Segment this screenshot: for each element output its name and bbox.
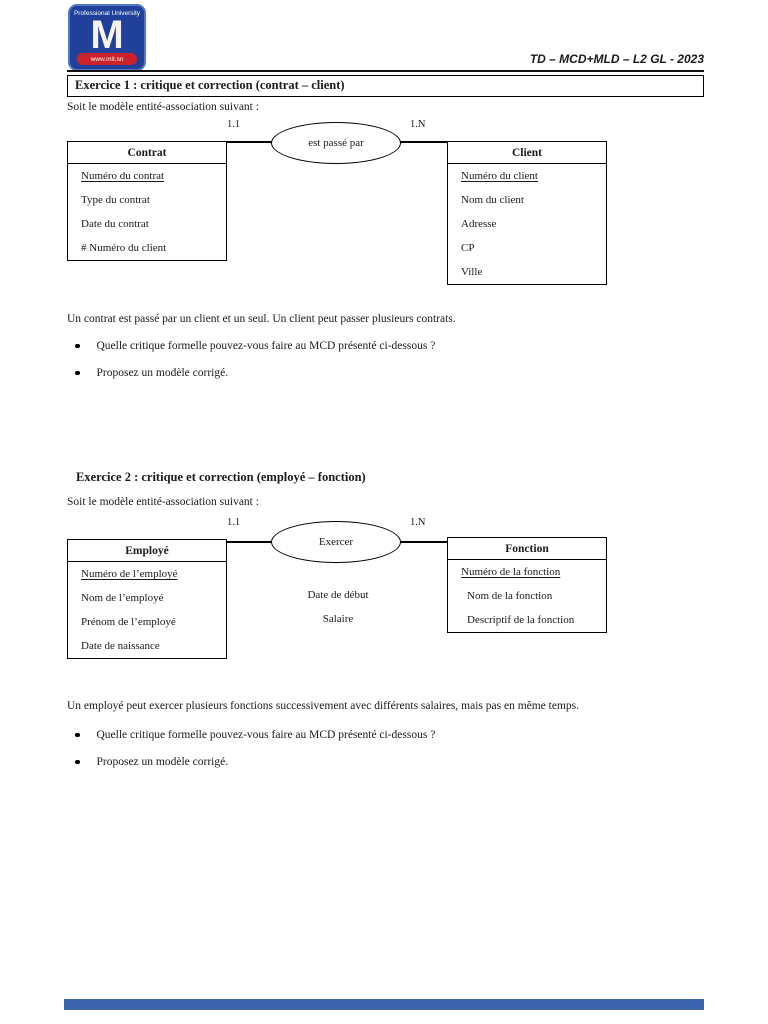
bullet-icon — [75, 370, 80, 376]
association-label-ex2: Exercer — [318, 536, 354, 548]
exercise1-bullet-1: Quelle critique formelle pouvez-vous fai… — [75, 340, 435, 352]
exercise1-bullet-2: Proposez un modèle corrigé. — [75, 367, 228, 379]
attr-row: Type du contrat — [81, 194, 150, 206]
attr-row: Nom du client — [461, 194, 524, 206]
exercise1-intro: Soit le modèle entité-association suivan… — [67, 101, 259, 113]
attr-row: Descriptif de la fonction — [467, 614, 575, 626]
connector-left-ex2 — [227, 541, 273, 543]
cardinality-right-ex2: 1.N — [410, 517, 426, 528]
attr-row: Adresse — [461, 218, 497, 230]
attr-row: Date de naissance — [81, 640, 160, 652]
header-divider-line — [67, 70, 704, 72]
bullet-text: Quelle critique formelle pouvez-vous fai… — [96, 729, 436, 741]
exercise1-title: Exercice 1 : critique et correction (con… — [67, 75, 704, 97]
connector-right-ex2 — [400, 541, 447, 543]
cardinality-right-ex1: 1.N — [410, 119, 426, 130]
association-attr-date-debut: Date de début — [307, 589, 369, 601]
association-ellipse-ex2: Exercer — [271, 521, 401, 563]
attr-row: # Numéro du client — [81, 242, 167, 254]
association-attr-salaire: Salaire — [322, 613, 354, 625]
bullet-text: Proposez un modèle corrigé. — [96, 367, 229, 379]
entity-employe-title: Employé — [68, 540, 226, 562]
attr-row: Nom de la fonction — [467, 590, 553, 602]
exercise1-statement: Un contrat est passé par un client et un… — [67, 313, 456, 325]
entity-contrat-title: Contrat — [68, 142, 226, 164]
entity-fonction: Fonction Numéro de la fonction Nom de la… — [447, 537, 607, 633]
exercise2-title: Exercice 2 : critique et correction (emp… — [76, 470, 366, 484]
attr-row: Prénom de l’employé — [81, 616, 176, 628]
entity-employe: Employé Numéro de l’employé Nom de l’emp… — [67, 539, 227, 659]
cardinality-left-ex2: 1.1 — [227, 517, 241, 528]
course-header-label: TD – MCD+MLD – L2 GL - 2023 — [529, 52, 704, 66]
entity-fonction-title: Fonction — [448, 538, 606, 560]
attr-row: Numéro de la fonction — [461, 566, 561, 578]
entity-client: Client Numéro du client Nom du client Ad… — [447, 141, 607, 285]
page-footer-bar — [64, 999, 704, 1010]
university-logo: Professional University M www.mit.sn — [68, 4, 146, 71]
attr-row: Ville — [461, 266, 483, 278]
bullet-icon — [75, 759, 80, 765]
attr-row: Nom de l’employé — [81, 592, 164, 604]
attr-row: Numéro de l’employé — [81, 568, 178, 580]
attr-row: Numéro du client — [461, 170, 538, 182]
bullet-text: Proposez un modèle corrigé. — [96, 756, 229, 768]
attr-row: Date du contrat — [81, 218, 149, 230]
exercise2-bullet-1: Quelle critique formelle pouvez-vous fai… — [75, 729, 435, 741]
exercise2-statement: Un employé peut exercer plusieurs foncti… — [67, 700, 580, 712]
association-label-ex1: est passé par — [308, 137, 364, 149]
bullet-icon — [75, 732, 80, 738]
logo-m-letter: M — [90, 13, 124, 57]
connector-left-ex1 — [227, 141, 273, 143]
entity-client-title: Client — [448, 142, 606, 164]
attr-row: Numéro du contrat — [81, 170, 165, 182]
exercise2-intro: Soit le modèle entité-association suivan… — [67, 496, 259, 508]
exercise2-bullet-2: Proposez un modèle corrigé. — [75, 756, 228, 768]
logo-website-banner: www.mit.sn — [77, 53, 137, 65]
cardinality-left-ex1: 1.1 — [227, 119, 241, 130]
attr-row: CP — [461, 242, 475, 254]
bullet-icon — [75, 343, 80, 349]
connector-right-ex1 — [400, 141, 447, 143]
association-ellipse-ex1: est passé par — [271, 122, 401, 164]
bullet-text: Quelle critique formelle pouvez-vous fai… — [96, 340, 436, 352]
entity-contrat: Contrat Numéro du contrat Type du contra… — [67, 141, 227, 261]
logo-top-text: Professional University — [73, 10, 141, 17]
